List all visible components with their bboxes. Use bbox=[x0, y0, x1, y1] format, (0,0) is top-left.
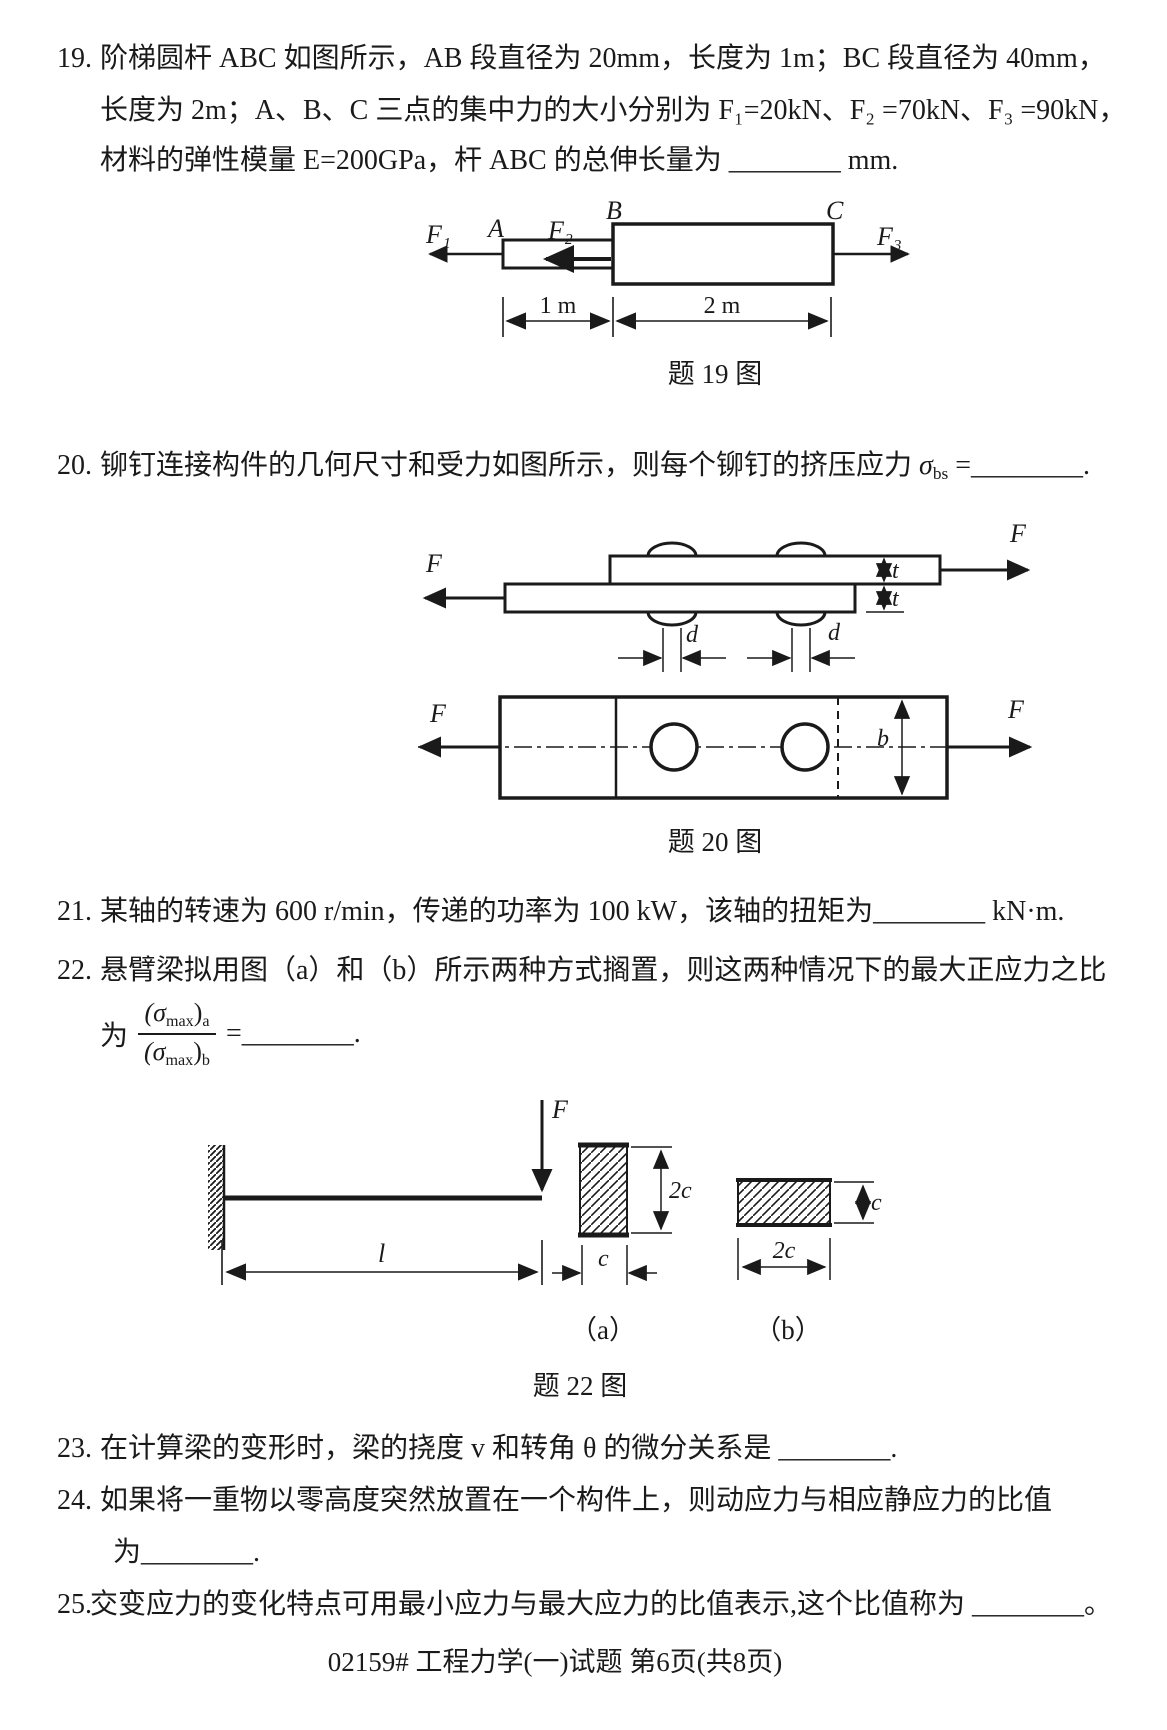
q25-number: 25. bbox=[57, 1589, 92, 1620]
q20-dim-t1-label: t bbox=[892, 558, 900, 584]
q22-fixed-wall bbox=[208, 1145, 224, 1250]
q19-line1: 阶梯圆杆 ABC 如图所示，AB 段直径为 20mm，长度为 1m；BC 段直径… bbox=[100, 43, 1106, 74]
q24-number: 24. bbox=[57, 1485, 92, 1516]
q22-section-b bbox=[737, 1179, 831, 1226]
q20-caption: 题 20 图 bbox=[667, 827, 763, 857]
q24-line1: 如果将一重物以零高度突然放置在一个构件上，则动应力与相应静应力的比值 bbox=[100, 1485, 1053, 1516]
q20-dim-d2-label: d bbox=[828, 620, 841, 646]
q20-plan-rivet1-hole bbox=[649, 722, 699, 772]
q20-plan-f-right-label: F bbox=[1007, 695, 1025, 724]
q22-formula-numerator: (σmax)a bbox=[138, 998, 216, 1035]
q22-section-a bbox=[579, 1144, 628, 1236]
sigma-open: (σ bbox=[144, 998, 166, 1028]
q19-label-c: C bbox=[826, 196, 844, 225]
q20-dim-d1-label: d bbox=[686, 622, 699, 648]
q22-figure: F l 2c c c 2c bbox=[208, 1095, 882, 1285]
q21-number: 21. bbox=[57, 896, 92, 927]
q22-number: 22. bbox=[57, 955, 92, 986]
q19-line2: 长度为 2m；A、B、C 三点的集中力的大小分别为 F₁=20kN、F₂ =70… bbox=[100, 95, 1127, 126]
q19-dim-bc-label: 2 m bbox=[704, 293, 741, 319]
q20-side-f-right-label: F bbox=[1009, 519, 1027, 548]
paren-close: ) bbox=[193, 998, 203, 1028]
q22-dim-ca-label: c bbox=[598, 1246, 609, 1272]
sigma-subscript: bs bbox=[932, 464, 949, 484]
q20-number: 20. bbox=[57, 450, 92, 481]
q22-formula-prefix: 为 bbox=[100, 1021, 129, 1052]
q24-line2: 为________. bbox=[113, 1537, 261, 1568]
q22-dim-l-label: l bbox=[378, 1239, 385, 1268]
q20-dim-t2-label: t bbox=[892, 586, 900, 612]
q19-rod-bc bbox=[611, 222, 835, 286]
sigma-symbol: σ bbox=[919, 450, 933, 481]
q23-number: 23. bbox=[57, 1433, 92, 1464]
q22-dim-2cb-label: 2c bbox=[773, 1238, 796, 1264]
q22-dim-cb-label: c bbox=[871, 1190, 882, 1216]
q19-figure: F₁ A F₂ B C F₃ 1 m 2 m bbox=[425, 196, 910, 337]
q20-plan-f-left-label: F bbox=[429, 699, 447, 728]
q22-caption: 题 22 图 bbox=[532, 1371, 628, 1401]
q20-bottom-plate bbox=[503, 582, 857, 614]
q19-label-f1: F₁ bbox=[425, 220, 451, 249]
q20-rivet1-head-bottom bbox=[646, 611, 698, 627]
q20-rivet2-head-top bbox=[775, 541, 827, 557]
q20-top-plate bbox=[608, 554, 942, 586]
q19-label-f2: F₂ bbox=[547, 216, 573, 245]
q20-rivet1-head-top bbox=[646, 541, 698, 557]
page-footer: 02159# 工程力学(一)试题 第6页(共8页) bbox=[327, 1647, 783, 1677]
q19-number: 19. bbox=[57, 43, 92, 74]
q19-line3: 材料的弹性模量 E=200GPa，杆 ABC 的总伸长量为 ________ m… bbox=[100, 145, 899, 176]
q22-formula-fraction: (σmax)a (σmax)b bbox=[138, 998, 216, 1070]
q22-label-a: （a） bbox=[570, 1315, 636, 1345]
sub-max: max bbox=[165, 1013, 194, 1030]
q22-formula-period: . bbox=[353, 1018, 361, 1049]
q22-label-b: （b） bbox=[754, 1315, 822, 1345]
q21-text: 某轴的转速为 600 r/min，传递的功率为 100 kW，该轴的扭矩为___… bbox=[100, 896, 1065, 927]
q22-formula-equals: = bbox=[225, 1018, 242, 1049]
sub-max: max bbox=[165, 1051, 194, 1069]
sub-b: b bbox=[201, 1051, 210, 1069]
paren-close: ) bbox=[193, 1037, 202, 1066]
q20-plan-rivet2-hole bbox=[780, 722, 830, 772]
q20-line1: 铆钉连接构件的几何尺寸和受力如图所示，则每个铆钉的挤压应力 σbs =_____… bbox=[100, 447, 1090, 493]
q20-side-f-left-label: F bbox=[425, 549, 443, 578]
q22-line1: 悬臂梁拟用图（a）和（b）所示两种方式搁置，则这两种情况下的最大正应力之比 bbox=[100, 955, 1107, 986]
q20-text-post: =________. bbox=[948, 450, 1091, 481]
q22-formula-denominator: (σmax)b bbox=[138, 1035, 216, 1070]
q20-figure: F F t t d d F F b bbox=[417, 519, 1033, 800]
q22-dim-2ca-label: 2c bbox=[669, 1178, 692, 1204]
q19-dim-ab-label: 1 m bbox=[540, 293, 577, 319]
q22-force-label: F bbox=[551, 1095, 569, 1124]
q20-dim-b-label: b bbox=[877, 726, 889, 752]
sub-a: a bbox=[202, 1013, 210, 1030]
q22-formula: 为 (σmax)a (σmax)b = ________ . bbox=[100, 988, 361, 1080]
q20-rivet2-head-bottom bbox=[775, 611, 827, 627]
q23-text: 在计算梁的变形时，梁的挠度 v 和转角 θ 的微分关系是 ________. bbox=[100, 1433, 898, 1464]
q22-formula-blank: ________ bbox=[241, 1018, 354, 1049]
q20-text-pre: 铆钉连接构件的几何尺寸和受力如图所示，则每个铆钉的挤压应力 bbox=[100, 450, 920, 481]
q19-caption: 题 19 图 bbox=[667, 359, 763, 389]
q19-label-f3: F₃ bbox=[876, 222, 902, 251]
sigma-open: (σ bbox=[144, 1037, 166, 1066]
q19-label-b: B bbox=[606, 196, 622, 225]
q25-text: 交变应力的变化特点可用最小应力与最大应力的比值表示,这个比值称为 _______… bbox=[90, 1589, 1113, 1620]
q19-label-a: A bbox=[486, 214, 504, 243]
